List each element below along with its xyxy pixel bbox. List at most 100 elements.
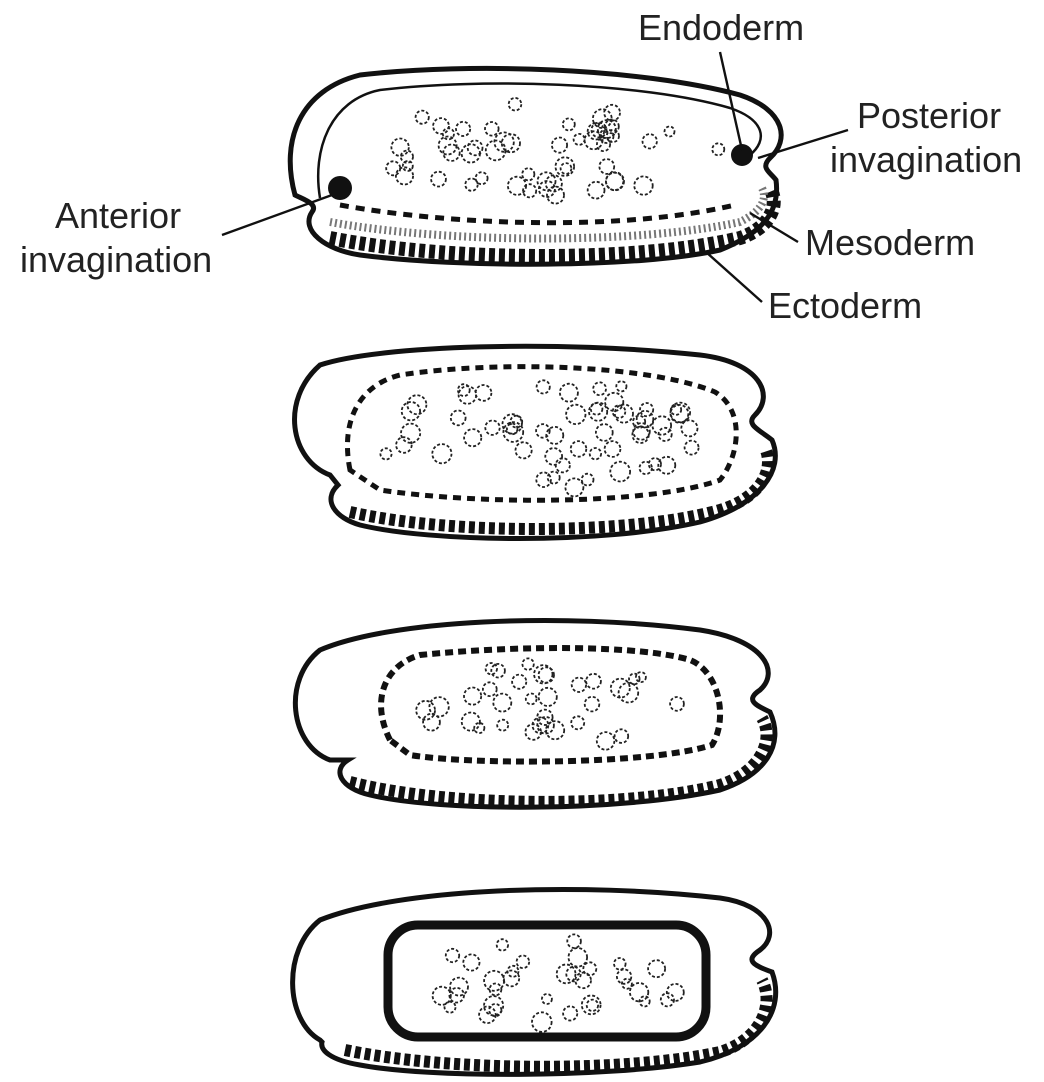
yolk-cell <box>485 421 499 435</box>
yolk-cell <box>566 405 585 424</box>
stage-2-yolk-cells <box>380 380 698 496</box>
yolk-cell <box>508 966 519 977</box>
yolk-cell <box>502 134 520 152</box>
yolk-cell <box>517 956 530 969</box>
yolk-cell <box>532 1012 552 1032</box>
yolk-cell <box>545 448 562 465</box>
yolk-cell <box>615 729 629 743</box>
stage-4-yolk-cells <box>433 934 684 1032</box>
yolk-cell <box>450 978 468 996</box>
yolk-cell <box>665 127 675 137</box>
yolk-cell <box>653 416 672 435</box>
stage-1-endoderm-dashes <box>340 205 735 223</box>
yolk-cell <box>567 934 581 948</box>
endoderm-label: Endoderm <box>638 7 804 48</box>
yolk-cell <box>643 134 657 148</box>
yolk-cell <box>616 381 626 391</box>
yolk-cell <box>597 138 610 151</box>
yolk-cell <box>534 665 552 683</box>
yolk-cell <box>614 958 626 970</box>
yolk-cell <box>593 382 606 395</box>
yolk-cell <box>485 122 499 136</box>
yolk-cell <box>617 969 631 983</box>
yolk-cell <box>552 138 567 153</box>
endoderm-leader <box>720 52 742 150</box>
yolk-cell <box>596 424 613 441</box>
yolk-cell <box>446 949 459 962</box>
yolk-cell <box>539 688 557 706</box>
yolk-cell <box>391 139 408 156</box>
yolk-cell <box>569 948 588 967</box>
stage-2-endoderm-dashes <box>347 367 736 501</box>
yolk-cell <box>605 441 621 457</box>
yolk-cell <box>380 448 391 459</box>
yolk-cell <box>615 405 633 423</box>
yolk-cell <box>588 182 605 199</box>
yolk-cell <box>563 118 575 130</box>
yolk-cell <box>640 462 652 474</box>
yolk-cell <box>486 141 506 161</box>
yolk-cell <box>610 462 630 482</box>
yolk-cell <box>572 678 586 692</box>
anterior-label-line1: Anterior <box>55 195 181 236</box>
yolk-cell <box>508 177 526 195</box>
stage-2-outer-membrane <box>295 346 776 538</box>
posterior-label-line1: Posterior <box>857 95 1001 136</box>
yolk-cell <box>433 987 451 1005</box>
stage-4-embryo <box>293 889 776 1074</box>
yolk-cell <box>630 983 648 1001</box>
stage-3-yolk-cells <box>416 658 684 749</box>
yolk-cell <box>386 161 400 175</box>
yolk-cell <box>503 971 519 987</box>
yolk-cell <box>542 994 552 1004</box>
yolk-cell <box>634 176 652 194</box>
yolk-cell <box>604 105 620 121</box>
stage-2-embryo <box>295 346 776 538</box>
yolk-cell <box>593 109 612 128</box>
yolk-cell <box>560 384 578 402</box>
yolk-cell <box>605 393 623 411</box>
yolk-cell <box>493 694 511 712</box>
stage-3-embryo <box>295 620 775 807</box>
yolk-cell <box>585 697 600 712</box>
yolk-cell <box>483 682 497 696</box>
yolk-cell <box>429 697 448 716</box>
yolk-cell <box>468 141 483 156</box>
stage-3-outer-membrane <box>295 620 775 807</box>
yolk-cell <box>509 98 522 111</box>
yolk-cell <box>563 1006 577 1020</box>
yolk-cell <box>629 674 640 685</box>
posterior-label-line2: invagination <box>830 139 1022 180</box>
yolk-cell <box>525 724 541 740</box>
yolk-cell <box>582 996 601 1015</box>
yolk-cell <box>497 720 508 731</box>
yolk-cell <box>619 683 639 703</box>
mesoderm-label: Mesoderm <box>805 222 975 263</box>
yolk-cell <box>574 134 585 145</box>
yolk-cell <box>561 163 572 174</box>
yolk-cell <box>537 380 550 393</box>
yolk-cell <box>590 448 601 459</box>
yolk-cell <box>522 658 533 669</box>
stage-1-inner-membrane <box>318 84 761 198</box>
anterior-invagination-leader <box>222 195 332 235</box>
yolk-cell <box>565 478 583 496</box>
ectoderm-leader <box>706 252 762 302</box>
yolk-cell <box>516 442 532 458</box>
yolk-cell <box>599 159 614 174</box>
yolk-cell <box>591 403 603 415</box>
stage-4-endoderm-gut <box>388 925 706 1037</box>
yolk-cell <box>685 441 699 455</box>
yolk-cell <box>497 939 508 950</box>
yolk-cell <box>490 984 502 996</box>
yolk-cell <box>433 118 449 134</box>
yolk-cell <box>476 385 492 401</box>
yolk-cell <box>432 444 451 463</box>
yolk-cell <box>463 954 479 970</box>
yolk-cell <box>571 441 587 457</box>
yolk-cell <box>681 420 697 436</box>
yolk-cell <box>484 971 504 991</box>
yolk-cell <box>462 713 480 731</box>
stage-1-yolk-cells <box>386 98 724 204</box>
yolk-cell <box>526 694 537 705</box>
